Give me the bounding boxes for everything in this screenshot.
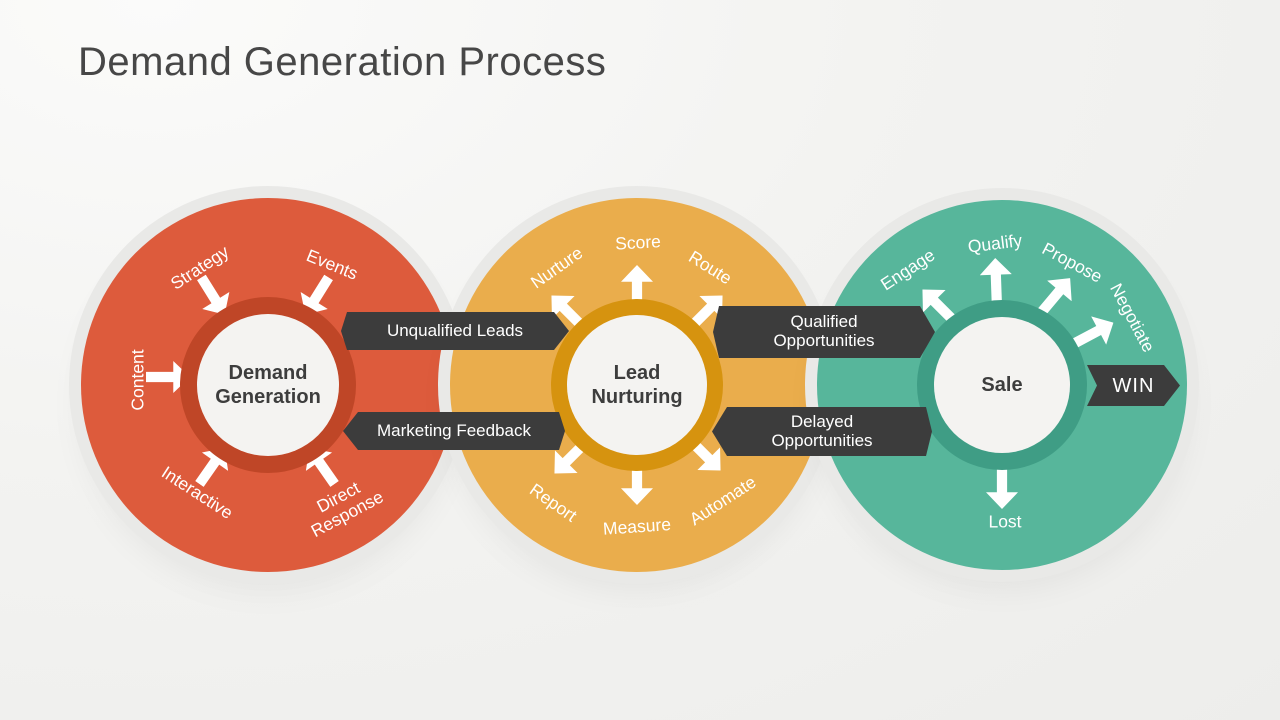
banner-delayed-opportunities: Delayed Opportunities <box>712 407 932 456</box>
banner-label: Delayed Opportunities <box>771 411 873 450</box>
banner-marketing-feedback: Marketing Feedback <box>343 412 565 450</box>
hub-label-sale: Sale <box>981 374 1023 396</box>
banner-unqualified-leads: Unqualified Leads <box>341 312 569 350</box>
hub-label-demand-generation: Demand Generation <box>215 362 321 408</box>
lead-nurturing-hub: Lead Nurturing <box>567 315 707 455</box>
spoke-label-content: Content <box>127 349 148 411</box>
spoke-label-score: Score <box>614 231 662 254</box>
banner-qualified-opportunities: Qualified Opportunities <box>713 306 935 358</box>
spoke-label-lost: Lost <box>988 511 1022 532</box>
banner-win: WIN <box>1087 365 1180 406</box>
banner-label: Qualified Opportunities <box>773 312 875 350</box>
sale-hub: Sale <box>934 317 1070 453</box>
demand-generation-hub: Demand Generation <box>197 314 339 456</box>
banner-label: WIN <box>1112 374 1155 397</box>
banner-label: Unqualified Leads <box>386 320 524 340</box>
banner-label: Marketing Feedback <box>376 420 532 440</box>
page-title: Demand Generation Process <box>78 40 607 84</box>
hub-label-lead-nurturing: Lead Nurturing <box>591 362 683 408</box>
